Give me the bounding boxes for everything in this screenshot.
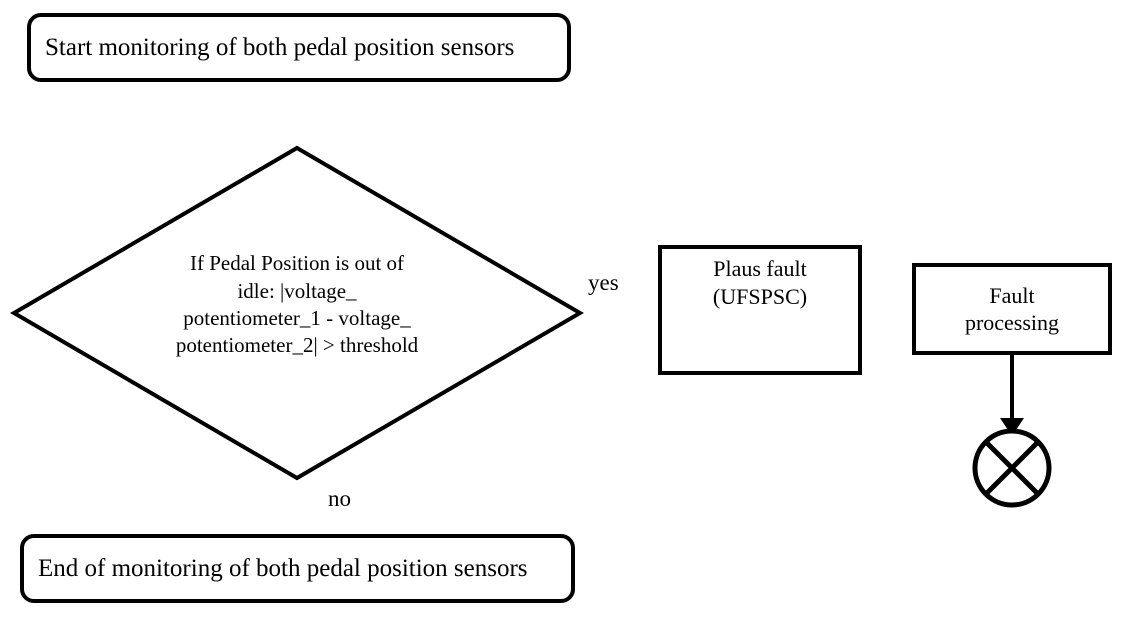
edge-label-yes: yes (588, 270, 619, 295)
fault-processing-label-line-2: processing (964, 310, 1060, 335)
decision-label-line-1: If Pedal Position is out of (189, 251, 405, 276)
edge-label-no: no (328, 486, 351, 511)
plaus-fault-label-line-1: Plaus fault (713, 256, 807, 281)
decision-text-block: If Pedal Position is out of idle: |volta… (10, 144, 584, 482)
fault-processing-label: Fault processing (965, 282, 1059, 337)
terminator-circle-shape[interactable] (972, 428, 1052, 508)
plaus-fault-node[interactable]: Plaus fault (UFSPSC) (658, 245, 862, 375)
end-terminator-label: End of monitoring of both pedal position… (38, 554, 528, 582)
terminator-circle-cross-line-2 (984, 440, 1040, 496)
start-terminator-node[interactable]: Start monitoring of both pedal position … (27, 13, 571, 82)
fault-processing-label-line-1: Fault (989, 282, 1035, 308)
end-terminator-node[interactable]: End of monitoring of both pedal position… (20, 534, 575, 603)
terminator-circle-cross-line-1 (984, 440, 1040, 496)
arrow-fault-processing-to-terminator-head (1000, 418, 1024, 436)
plaus-fault-label: Plaus fault (UFSPSC) (713, 255, 807, 310)
decision-diamond-node[interactable]: If Pedal Position is out of idle: |volta… (10, 144, 584, 482)
fault-processing-node[interactable]: Fault processing (912, 263, 1112, 355)
decision-label-line-3: potentiometer_1 - voltage_ (183, 306, 411, 330)
decision-label-line-4: potentiometer_2| > threshold (175, 333, 419, 358)
plaus-fault-label-line-2: (UFSPSC) (712, 283, 808, 309)
start-terminator-label: Start monitoring of both pedal position … (45, 33, 515, 61)
decision-label-line-2: idle: |voltage_ (237, 278, 357, 303)
decision-diamond-shape (10, 145, 584, 481)
